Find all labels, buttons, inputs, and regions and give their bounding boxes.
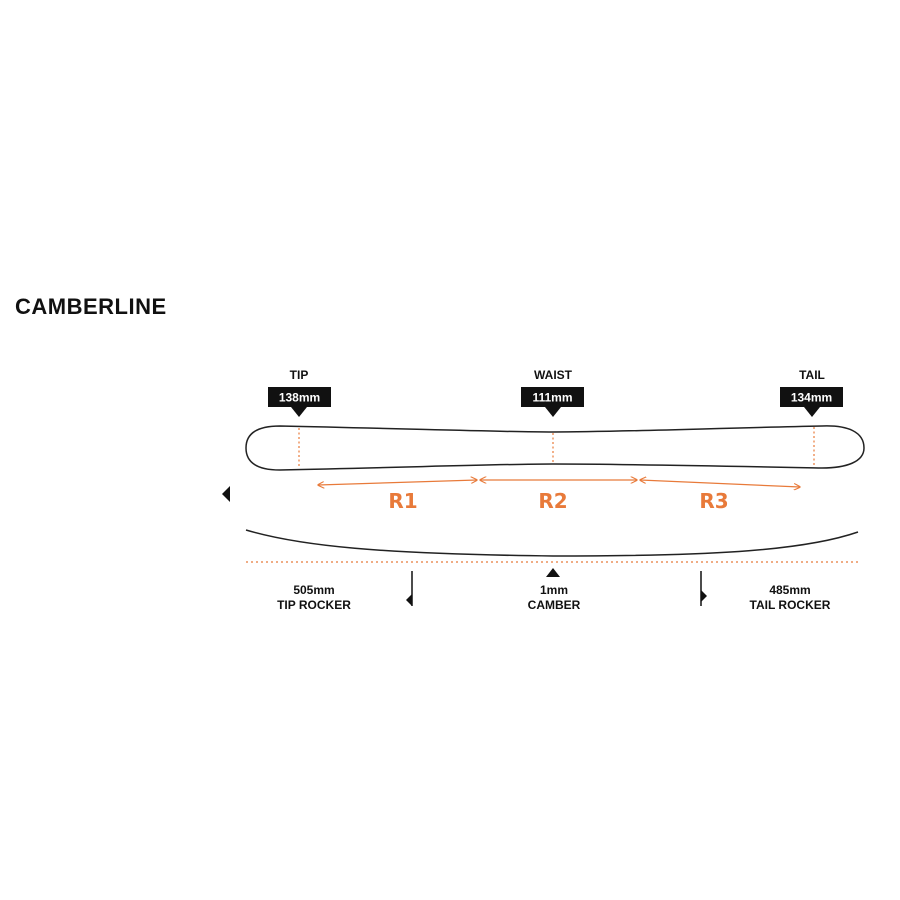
tail-width-value: 134mm <box>791 391 832 405</box>
tip-label: TIP <box>290 368 309 382</box>
camber-value: 1mm <box>540 583 568 597</box>
ski-profile-line <box>245 529 859 557</box>
tip-width-value: 138mm <box>279 391 320 405</box>
tail-pointer <box>804 407 820 417</box>
waist-pointer <box>545 407 561 417</box>
tail-rocker-marker-head <box>701 590 707 602</box>
r1-arrow <box>318 480 477 485</box>
tail-width-badge <box>780 387 843 407</box>
r3-label: R3 <box>699 489 728 513</box>
camber-pointer <box>546 568 560 577</box>
tail-label: TAIL <box>799 368 825 382</box>
tip-direction-arrow <box>222 486 230 502</box>
tail-rocker-label: TAIL ROCKER <box>750 598 831 612</box>
tip-width-badge <box>268 387 331 407</box>
waist-width-value: 111mm <box>532 391 572 405</box>
tip-rocker-marker-head <box>406 594 412 606</box>
tip-rocker-label: TIP ROCKER <box>277 598 351 612</box>
tip-rocker-value: 505mm <box>293 583 334 597</box>
ski-top-outline <box>245 425 865 471</box>
waist-label: WAIST <box>534 368 573 382</box>
waist-width-badge <box>521 387 584 407</box>
tail-rocker-value: 485mm <box>769 583 810 597</box>
r1-label: R1 <box>388 489 417 513</box>
r2-label: R2 <box>538 489 567 513</box>
r3-arrow <box>640 480 800 487</box>
camber-label: CAMBER <box>528 598 581 612</box>
tip-pointer <box>291 407 307 417</box>
page-title: CAMBERLINE <box>15 294 167 319</box>
